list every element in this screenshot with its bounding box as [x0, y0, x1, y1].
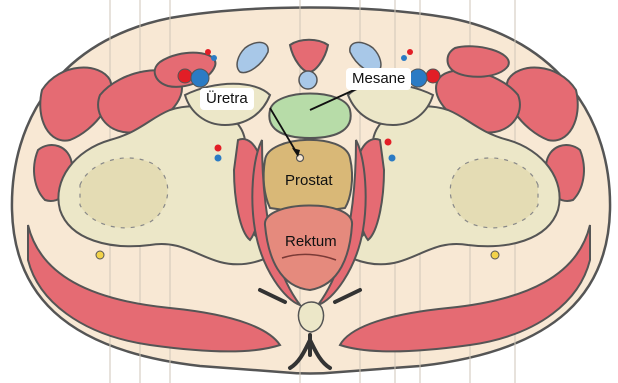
- bladder: [269, 94, 350, 139]
- right-sciatic-nerve: [491, 251, 499, 259]
- right-femoral-vein: [409, 69, 427, 87]
- left-femoral-vein: [191, 69, 209, 87]
- right-small-vessel-blue: [401, 55, 407, 61]
- left-small-vessel-blue: [211, 55, 217, 61]
- label-rektum: Rektum: [285, 233, 337, 251]
- right-femoral-artery: [426, 69, 440, 83]
- left-femoral-artery: [178, 69, 192, 83]
- bladder-neck: [299, 71, 317, 89]
- right-small-vessel-red: [407, 49, 413, 55]
- right-internal-vein: [389, 155, 396, 162]
- label-mesane: Mesane: [346, 68, 411, 90]
- left-internal-artery: [215, 145, 222, 152]
- label-uretra: Üretra: [200, 88, 254, 110]
- left-small-vessel-red: [205, 49, 211, 55]
- left-sciatic-nerve: [96, 251, 104, 259]
- right-hip-bone-detail: [450, 158, 538, 228]
- right-internal-artery: [385, 139, 392, 146]
- left-hip-bone-detail: [80, 158, 168, 228]
- left-internal-vein: [215, 155, 222, 162]
- coccyx: [298, 302, 323, 332]
- label-prostat: Prostat: [285, 172, 333, 190]
